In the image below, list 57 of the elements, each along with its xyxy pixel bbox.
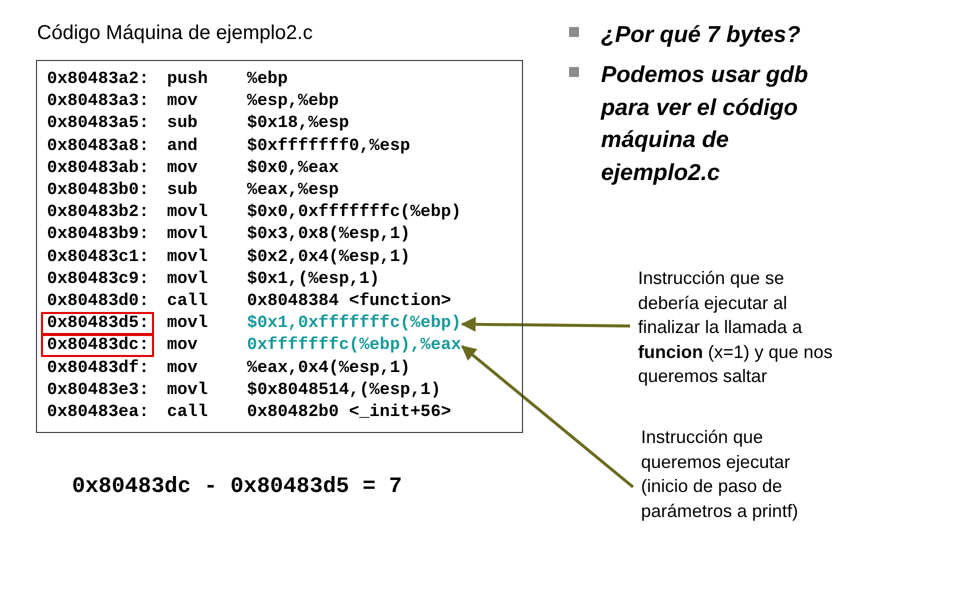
code-text: $0x3,0x8(%esp,1) (247, 224, 410, 246)
code-text: movl (167, 202, 208, 224)
code-text: movl (167, 246, 208, 269)
highlighted-operand: 0xfffffffc(%ebp),%eax (247, 335, 462, 358)
code-text: and (167, 136, 198, 158)
formula-text: 0x80483dc - 0x80483d5 = 7 (72, 474, 402, 499)
callout-text: Instrucción que se debería ejecutar al finalizar la llamada a funcion (x=1) y que nos queremos saltar (638, 266, 843, 388)
code-text: %ebp (247, 69, 288, 91)
code-text: $0x0,%eax (247, 158, 339, 180)
code-text: 0x80483b9: (47, 224, 150, 246)
code-text: $0x1,(%esp,1) (247, 268, 380, 291)
code-text: mov (167, 358, 198, 380)
code-text: mov (167, 158, 198, 180)
code-text: call (167, 402, 208, 424)
code-text: 0x80483c9: (47, 268, 150, 291)
code-text: $0xfffffff0,%esp (247, 136, 410, 158)
arrow (460, 316, 630, 332)
code-text: 0x80483c1: (47, 246, 150, 269)
code-text: $0x18,%esp (247, 113, 350, 136)
code-text: call (167, 291, 208, 313)
code-text: $0x8048514,(%esp,1) (247, 380, 441, 402)
code-text: $0x0,0xfffffffc(%ebp) (247, 202, 462, 224)
code-text: movl (167, 380, 208, 402)
code-text: movl (167, 313, 208, 336)
code-text: push (167, 69, 208, 91)
code-text: 0x80483a3: (47, 91, 150, 114)
code-text: 0x80483a8: (47, 136, 150, 158)
callout-text: Instrucción que queremos ejecutar (inicio de paso de parámetros a printf) (641, 425, 836, 523)
code-text: %eax,0x4(%esp,1) (247, 358, 410, 380)
code-text: 0x8048384 <function> (247, 291, 452, 313)
code-text: 0x80483b0: (47, 180, 150, 202)
code-text: mov (167, 335, 198, 358)
code-text: sub (167, 113, 198, 136)
code-text: sub (167, 180, 198, 202)
bullet-text: ¿Por qué 7 bytes? (601, 20, 802, 49)
code-text: 0x80483a5: (47, 113, 150, 136)
code-text: movl (167, 268, 208, 291)
code-text: $0x2,0x4(%esp,1) (247, 246, 410, 269)
code-text: 0x80483ab: (47, 158, 150, 180)
code-text: %eax,%esp (247, 180, 339, 202)
code-text: 0x80483df: (47, 358, 150, 380)
code-text: 0x80483a2: (47, 69, 150, 91)
code-text: mov (167, 91, 198, 114)
bullet-text: Podemos usar gdb para ver el código máquina de ejemplo2.c (601, 60, 810, 187)
code-text: 0x80483ea: (47, 402, 150, 424)
code-text: movl (167, 224, 208, 246)
highlight-box: 0x80483dc: (41, 334, 154, 358)
slide-title: Código Máquina de ejemplo2.c (37, 22, 313, 45)
code-text: 0x80483b2: (47, 202, 150, 224)
highlighted-operand: $0x1,0xfffffffc(%ebp) (247, 313, 462, 336)
code-text: 0x80483e3: (47, 380, 150, 402)
highlight-box: 0x80483d5: (41, 312, 154, 336)
code-text: 0x80482b0 <_init+56> (247, 402, 452, 424)
code-text: %esp,%ebp (247, 91, 339, 114)
code-text: 0x80483d0: (47, 291, 150, 313)
code-panel (36, 60, 523, 433)
arrow (461, 345, 634, 488)
